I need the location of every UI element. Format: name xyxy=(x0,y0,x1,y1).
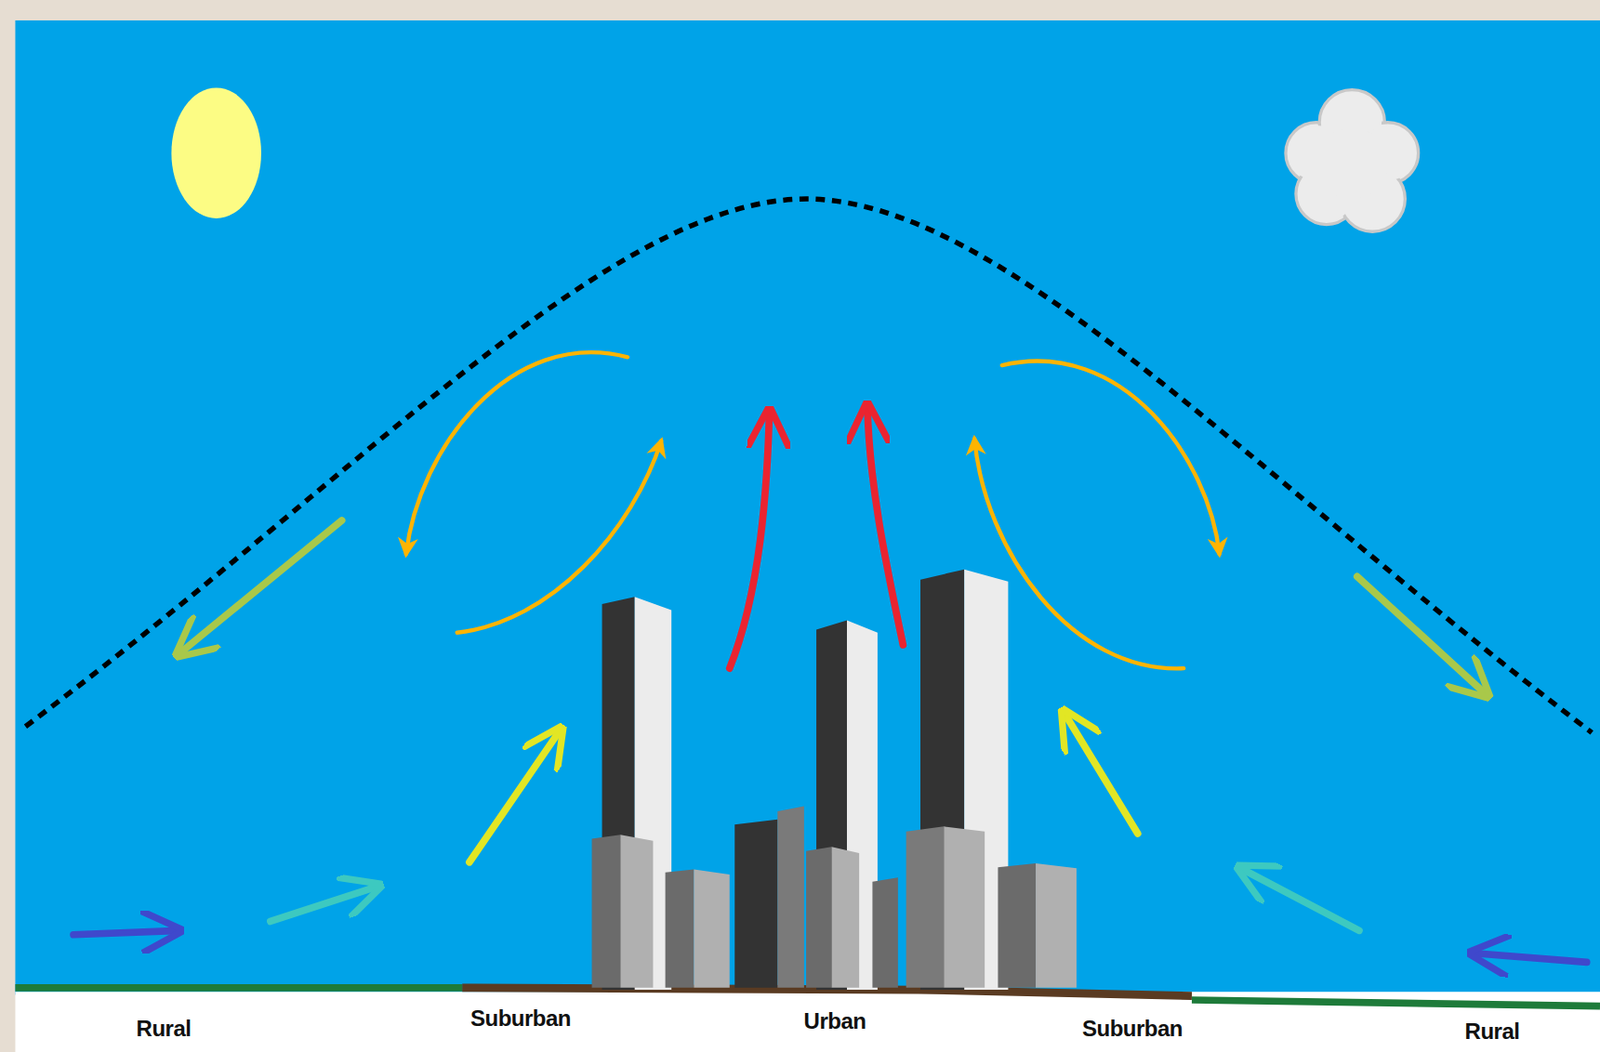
zone-label: Suburban xyxy=(1082,1016,1183,1043)
zone-label: Suburban xyxy=(470,1005,571,1032)
zone-label: Rural xyxy=(1465,1018,1521,1045)
zone-label: Rural xyxy=(136,1016,192,1043)
zone-label: Urban xyxy=(804,1008,867,1035)
